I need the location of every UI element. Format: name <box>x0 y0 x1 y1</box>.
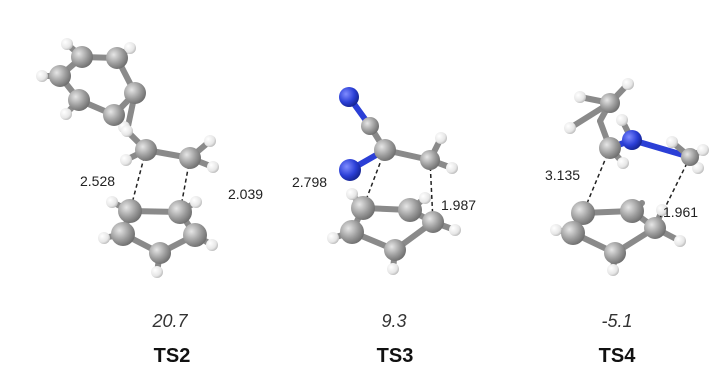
ts4-energy: -5.1 <box>601 311 632 331</box>
molecule-ts3 <box>327 87 461 275</box>
ts2-label: TS2 <box>154 345 191 367</box>
ts4-label: TS4 <box>599 345 637 367</box>
ts3-distance-left: 2.798 <box>292 174 327 190</box>
atoms-ts4 <box>550 78 709 276</box>
atoms-ts2 <box>36 38 219 278</box>
ts3-label: TS3 <box>377 345 414 367</box>
molecule-ts4 <box>550 78 709 276</box>
ts4-distance-right: 1.961 <box>663 204 698 220</box>
ts3-distance-right: 1.987 <box>441 197 476 213</box>
ts2-energy: 20.7 <box>151 311 188 331</box>
ts4-distance-left: 3.135 <box>545 167 580 183</box>
atoms-ts3 <box>327 87 461 275</box>
molecule-ts2 <box>36 38 219 278</box>
ts3-energy: 9.3 <box>381 311 406 331</box>
ts2-distance-left: 2.528 <box>80 173 115 189</box>
ts2-distance-right: 2.039 <box>228 186 263 202</box>
